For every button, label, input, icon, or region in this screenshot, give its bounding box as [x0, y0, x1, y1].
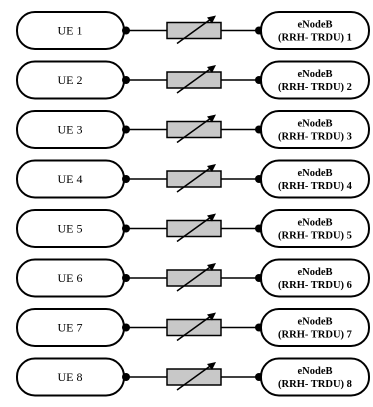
variable-arrow-line — [176, 165, 214, 193]
enodeb-label-line1: eNodeB — [298, 317, 333, 328]
link-row-5: UE 5 eNodeB (RRH- TRDU) 5 — [16, 209, 370, 248]
enodeb-label-line2: (RRH- TRDU) 6 — [278, 280, 352, 291]
link-row-4: UE 4 eNodeB (RRH- TRDU) 4 — [16, 159, 370, 199]
link-row-7: UE 7 eNodeB (RRH- TRDU) 7 — [16, 308, 370, 347]
enodeb-box[interactable] — [260, 159, 370, 199]
ue-label: UE 6 — [58, 271, 83, 285]
enodeb-label-line2: (RRH- TRDU) 4 — [278, 181, 353, 192]
variable-arrow-line — [176, 115, 214, 144]
link-row-2: UE 2 eNodeB (RRH- TRDU) 2 — [16, 60, 370, 100]
enodeb-label-line1: eNodeB — [298, 69, 333, 80]
enodeb-label-line2: (RRH- TRDU) 5 — [278, 231, 352, 242]
variable-arrow-head — [207, 164, 216, 172]
variable-arrow-line — [176, 214, 214, 243]
variable-arrow-head — [207, 362, 216, 370]
enodeb-label-line2: (RRH- TRDU) 2 — [278, 82, 352, 93]
enodeb-box[interactable] — [260, 11, 370, 50]
variable-arrow-line — [176, 16, 214, 45]
ue-label: UE 8 — [58, 370, 83, 384]
variable-arrow-line — [176, 313, 214, 342]
variable-arrow-head — [207, 15, 216, 24]
enodeb-label-line2: (RRH- TRDU) 8 — [278, 379, 352, 390]
enodeb-box[interactable] — [260, 357, 370, 397]
enodeb-box[interactable] — [260, 60, 370, 100]
enodeb-box[interactable] — [260, 209, 370, 248]
ue-label: UE 1 — [58, 24, 83, 38]
link-row-1: UE 1 eNodeB (RRH- TRDU) 1 — [16, 11, 370, 50]
ue-label: UE 7 — [58, 321, 83, 335]
enodeb-box[interactable] — [260, 308, 370, 347]
ue-label: UE 3 — [58, 123, 83, 137]
link-row-3: UE 3 eNodeB (RRH- TRDU) 3 — [16, 110, 370, 149]
variable-arrow-line — [176, 264, 214, 292]
variable-arrow-head — [207, 263, 216, 271]
variable-arrow-head — [207, 114, 216, 123]
ue-label: UE 2 — [58, 73, 83, 87]
variable-arrow-head — [207, 65, 216, 73]
enodeb-label-line2: (RRH- TRDU) 1 — [278, 33, 352, 44]
variable-arrow-head — [207, 312, 216, 321]
variable-arrow-head — [207, 213, 216, 222]
enodeb-label-line2: (RRH- TRDU) 7 — [278, 330, 352, 341]
ue-label: UE 4 — [58, 172, 83, 186]
enodeb-box[interactable] — [260, 110, 370, 149]
link-row-6: UE 6 eNodeB (RRH- TRDU) 6 — [16, 258, 370, 298]
enodeb-label-line1: eNodeB — [298, 267, 333, 278]
ue-label: UE 5 — [58, 222, 83, 236]
enodeb-label-line1: eNodeB — [298, 366, 333, 377]
enodeb-label-line1: eNodeB — [298, 168, 333, 179]
variable-arrow-line — [176, 363, 214, 391]
enodeb-label-line1: eNodeB — [298, 20, 333, 31]
enodeb-label-line2: (RRH- TRDU) 3 — [278, 132, 352, 143]
enodeb-label-line1: eNodeB — [298, 218, 333, 229]
enodeb-label-line1: eNodeB — [298, 119, 333, 130]
variable-arrow-line — [176, 66, 214, 94]
enodeb-box[interactable] — [260, 258, 370, 298]
link-row-8: UE 8 eNodeB (RRH- TRDU) 8 — [16, 357, 370, 397]
